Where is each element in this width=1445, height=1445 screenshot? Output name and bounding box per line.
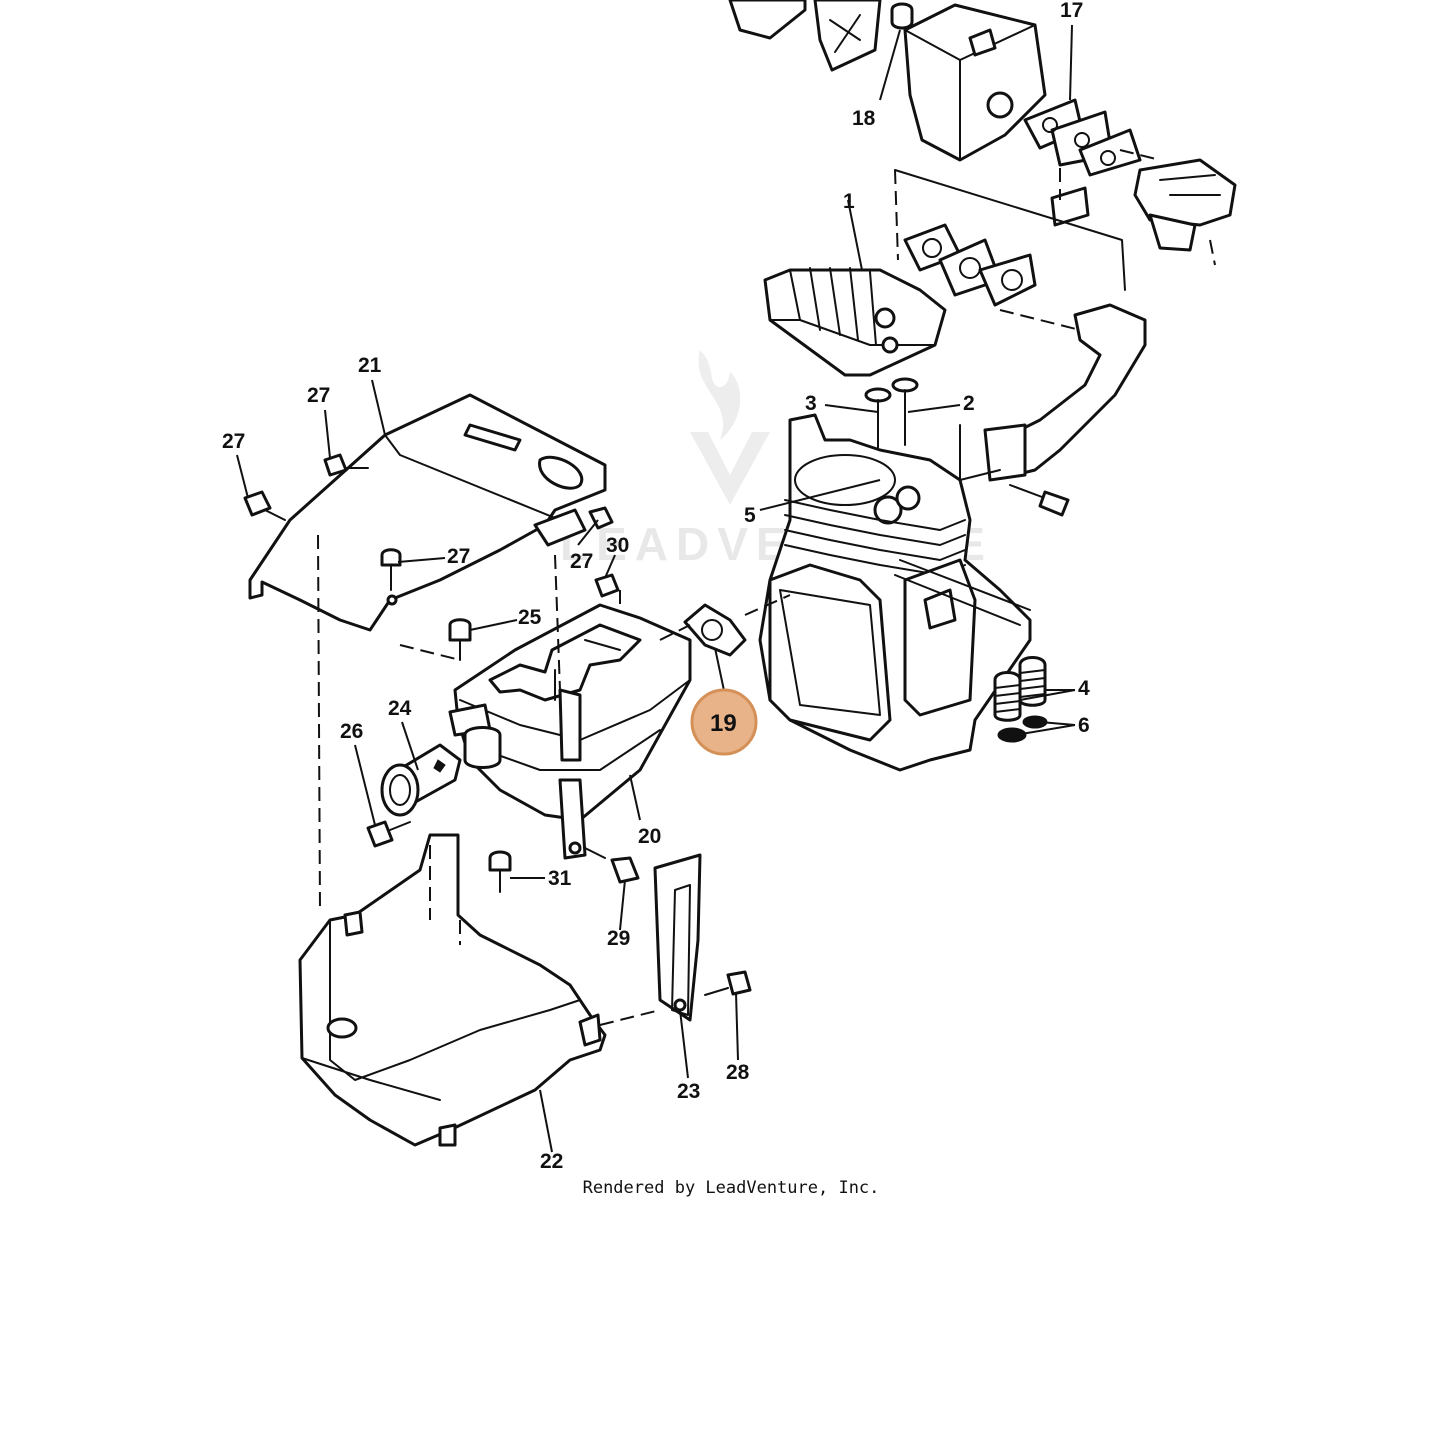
dashed-guides	[317, 534, 661, 1026]
callout-31: 31	[548, 867, 572, 890]
muffler	[448, 603, 692, 860]
callout-27-c: 27	[447, 545, 470, 568]
engine-block	[758, 413, 1032, 772]
spark-arrestor	[380, 743, 462, 817]
callout-labels: 1 2 3 4 5 6 17 18 20 21 22 23 24 25 26 2…	[222, 0, 1090, 1173]
callout-25: 25	[518, 606, 542, 629]
intake-gaskets	[903, 223, 1037, 307]
callout-30: 30	[606, 534, 629, 557]
callout-28: 28	[726, 1061, 750, 1084]
callout-24: 24	[388, 697, 412, 720]
callout-1: 1	[843, 190, 855, 213]
callout-26: 26	[340, 720, 363, 743]
callout-17: 17	[1060, 0, 1083, 22]
render-credit: Rendered by LeadVenture, Inc.	[582, 1178, 880, 1198]
callout-4: 4	[1078, 677, 1090, 700]
callout-3: 3	[805, 392, 817, 415]
cylinder-head	[763, 267, 947, 377]
breather-tube	[959, 303, 1147, 517]
bracket	[653, 853, 702, 1022]
callout-20: 20	[638, 825, 661, 848]
highlighted-callout-19[interactable]: 19	[690, 688, 758, 756]
callout-23: 23	[677, 1080, 700, 1103]
callout-27-a: 27	[222, 430, 245, 453]
callout-6: 6	[1078, 714, 1090, 737]
callout-27-b: 27	[307, 384, 330, 407]
callout-27-d: 27	[570, 550, 593, 573]
muffler-shield-top	[248, 393, 607, 632]
callout-19: 19	[710, 710, 737, 737]
top-assembly	[728, 0, 1237, 291]
callout-22: 22	[540, 1150, 563, 1173]
bolts	[243, 453, 752, 996]
valve-springs	[993, 656, 1048, 743]
callout-2: 2	[963, 392, 975, 415]
exhaust-gasket	[659, 594, 791, 657]
callout-29: 29	[607, 927, 630, 950]
callout-5: 5	[744, 504, 756, 527]
muffler-shield-bottom	[298, 833, 607, 1147]
callout-18: 18	[852, 107, 876, 130]
callout-21: 21	[358, 354, 382, 377]
